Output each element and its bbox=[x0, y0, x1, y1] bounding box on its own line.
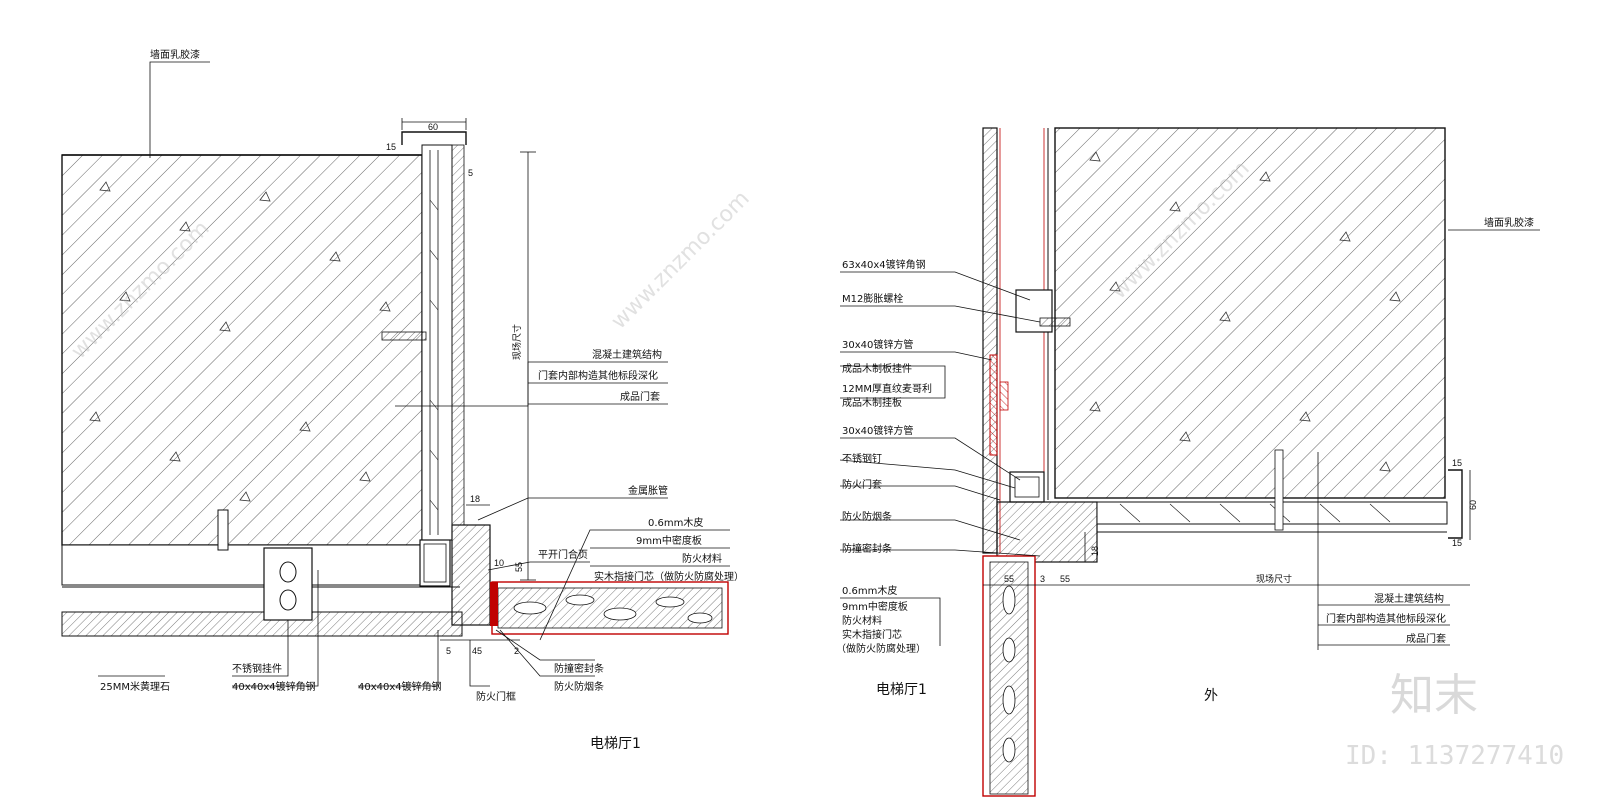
door-leaf-right bbox=[982, 555, 1036, 797]
door-line3: 防火材料 bbox=[842, 614, 882, 627]
hanger-line2: 40x40x4镀锌角钢 bbox=[232, 680, 316, 693]
angle-steel-right: 63x40x4镀锌角钢 bbox=[842, 258, 926, 271]
leader1-line2: 门套内部构造其他标段深化 bbox=[538, 369, 658, 382]
tube2-label: 30x40镀锌方管 bbox=[842, 424, 913, 437]
panel-line2: 12MM厚直纹麦哥利 bbox=[842, 382, 932, 395]
door-line1: 0.6mm木皮 bbox=[842, 584, 897, 597]
dim-15: 15 bbox=[386, 142, 396, 152]
right-detail: 墙面乳胶漆 63x40x4镀锌角钢 M12膨胀螺栓 30x40镀锌方管 成品木制… bbox=[836, 127, 1540, 797]
dim-3-right: 3 bbox=[1040, 574, 1045, 584]
wall-paint-label: 墙面乳胶漆 bbox=[1484, 216, 1534, 229]
door-line5: （做防火防腐处理） bbox=[836, 642, 926, 655]
dim-bottom-5: 5 bbox=[446, 646, 451, 656]
hinge-label: 平开门合页 bbox=[538, 548, 588, 561]
watermark-id: ID: 1137277410 bbox=[1345, 741, 1564, 771]
dim-60-right: 60 bbox=[1468, 500, 1478, 510]
nail-label: 不锈钢钉 bbox=[842, 452, 882, 465]
watermark-site-2: www.znzmo.com bbox=[607, 186, 755, 334]
dim-55: 55 bbox=[514, 562, 524, 572]
leader2-line4: 实木指接门芯（做防火防腐处理） bbox=[594, 570, 744, 583]
metal-tube-label: 金属胀管 bbox=[628, 484, 668, 497]
leader1-line1: 混凝土建筑结构 bbox=[592, 348, 662, 361]
marble-floor bbox=[61, 611, 463, 637]
leader2-line2: 9mm中密度板 bbox=[636, 534, 702, 547]
dim-5: 5 bbox=[468, 168, 473, 178]
outside-label: 外 bbox=[1204, 688, 1218, 704]
hanger-line1: 不锈钢挂件 bbox=[232, 662, 282, 675]
tube1-label: 30x40镀锌方管 bbox=[842, 338, 913, 351]
vertical-dim: 现场尺寸 bbox=[511, 324, 522, 360]
seal-line1: 防撞密封条 bbox=[554, 662, 604, 675]
door-leaf-left bbox=[491, 581, 729, 635]
anchor-bolt bbox=[217, 509, 229, 551]
fire-casing-label: 防火门套 bbox=[842, 478, 882, 491]
door-casing-panel bbox=[421, 144, 453, 541]
outer-wall-strip bbox=[982, 127, 998, 554]
dim-18-right: 18 bbox=[1090, 546, 1100, 556]
concrete-wall-right bbox=[1054, 127, 1446, 499]
panel-line3: 成品木制挂板 bbox=[842, 396, 902, 409]
dim-15b-right: 15 bbox=[1452, 538, 1462, 548]
left-title: 电梯厅1 bbox=[590, 736, 641, 752]
seal-line2: 防火防烟条 bbox=[554, 680, 604, 693]
leader2-line1: 0.6mm木皮 bbox=[648, 516, 703, 529]
right-title: 电梯厅1 bbox=[876, 682, 927, 698]
door-line4: 实木指接门芯 bbox=[842, 628, 902, 641]
dim-15-right: 15 bbox=[1452, 458, 1462, 468]
right-line2: 门套内部构造其他标段深化 bbox=[1326, 612, 1446, 625]
dim-top: 60 bbox=[428, 122, 438, 132]
dim-55a-right: 55 bbox=[1004, 574, 1014, 584]
left-detail: 墙面乳胶漆 60 15 5 现场尺寸 混凝土建筑结构 门套内部构造其他标段深化 … bbox=[61, 48, 744, 752]
dim-bottom-2: 2 bbox=[514, 646, 519, 656]
square-tube bbox=[419, 539, 451, 587]
door-frame-left bbox=[451, 524, 491, 626]
seal-label: 防撞密封条 bbox=[842, 542, 892, 555]
fire-casing-block bbox=[996, 501, 1098, 563]
leader1-line3: 成品门套 bbox=[620, 390, 660, 403]
panel-line1: 成品木制板挂件 bbox=[842, 362, 912, 375]
concrete-wall-left bbox=[61, 154, 423, 546]
top-label: 墙面乳胶漆 bbox=[150, 48, 200, 61]
dim-10: 10 bbox=[494, 558, 504, 568]
leader2-line3: 防火材料 bbox=[682, 552, 722, 565]
smoke-strip-label: 防火防烟条 bbox=[842, 510, 892, 523]
dim-bottom-45: 45 bbox=[472, 646, 482, 656]
right-line1: 混凝土建筑结构 bbox=[1374, 592, 1444, 605]
door-frame-label: 防火门框 bbox=[476, 690, 516, 703]
bolt-label: M12膨胀螺栓 bbox=[842, 292, 903, 305]
watermark-brand: 知末 bbox=[1390, 670, 1478, 721]
marble-label: 25MM米黄理石 bbox=[100, 680, 170, 693]
dim-55b-right: 55 bbox=[1060, 574, 1070, 584]
dim-18: 18 bbox=[470, 494, 480, 504]
right-line3: 成品门套 bbox=[1406, 632, 1446, 645]
site-dim-right: 现场尺寸 bbox=[1256, 573, 1292, 584]
aggregate-marks bbox=[89, 181, 391, 502]
angle-steel-label: 40x40x4镀锌角钢 bbox=[358, 680, 442, 693]
door-line2: 9mm中密度板 bbox=[842, 600, 908, 613]
